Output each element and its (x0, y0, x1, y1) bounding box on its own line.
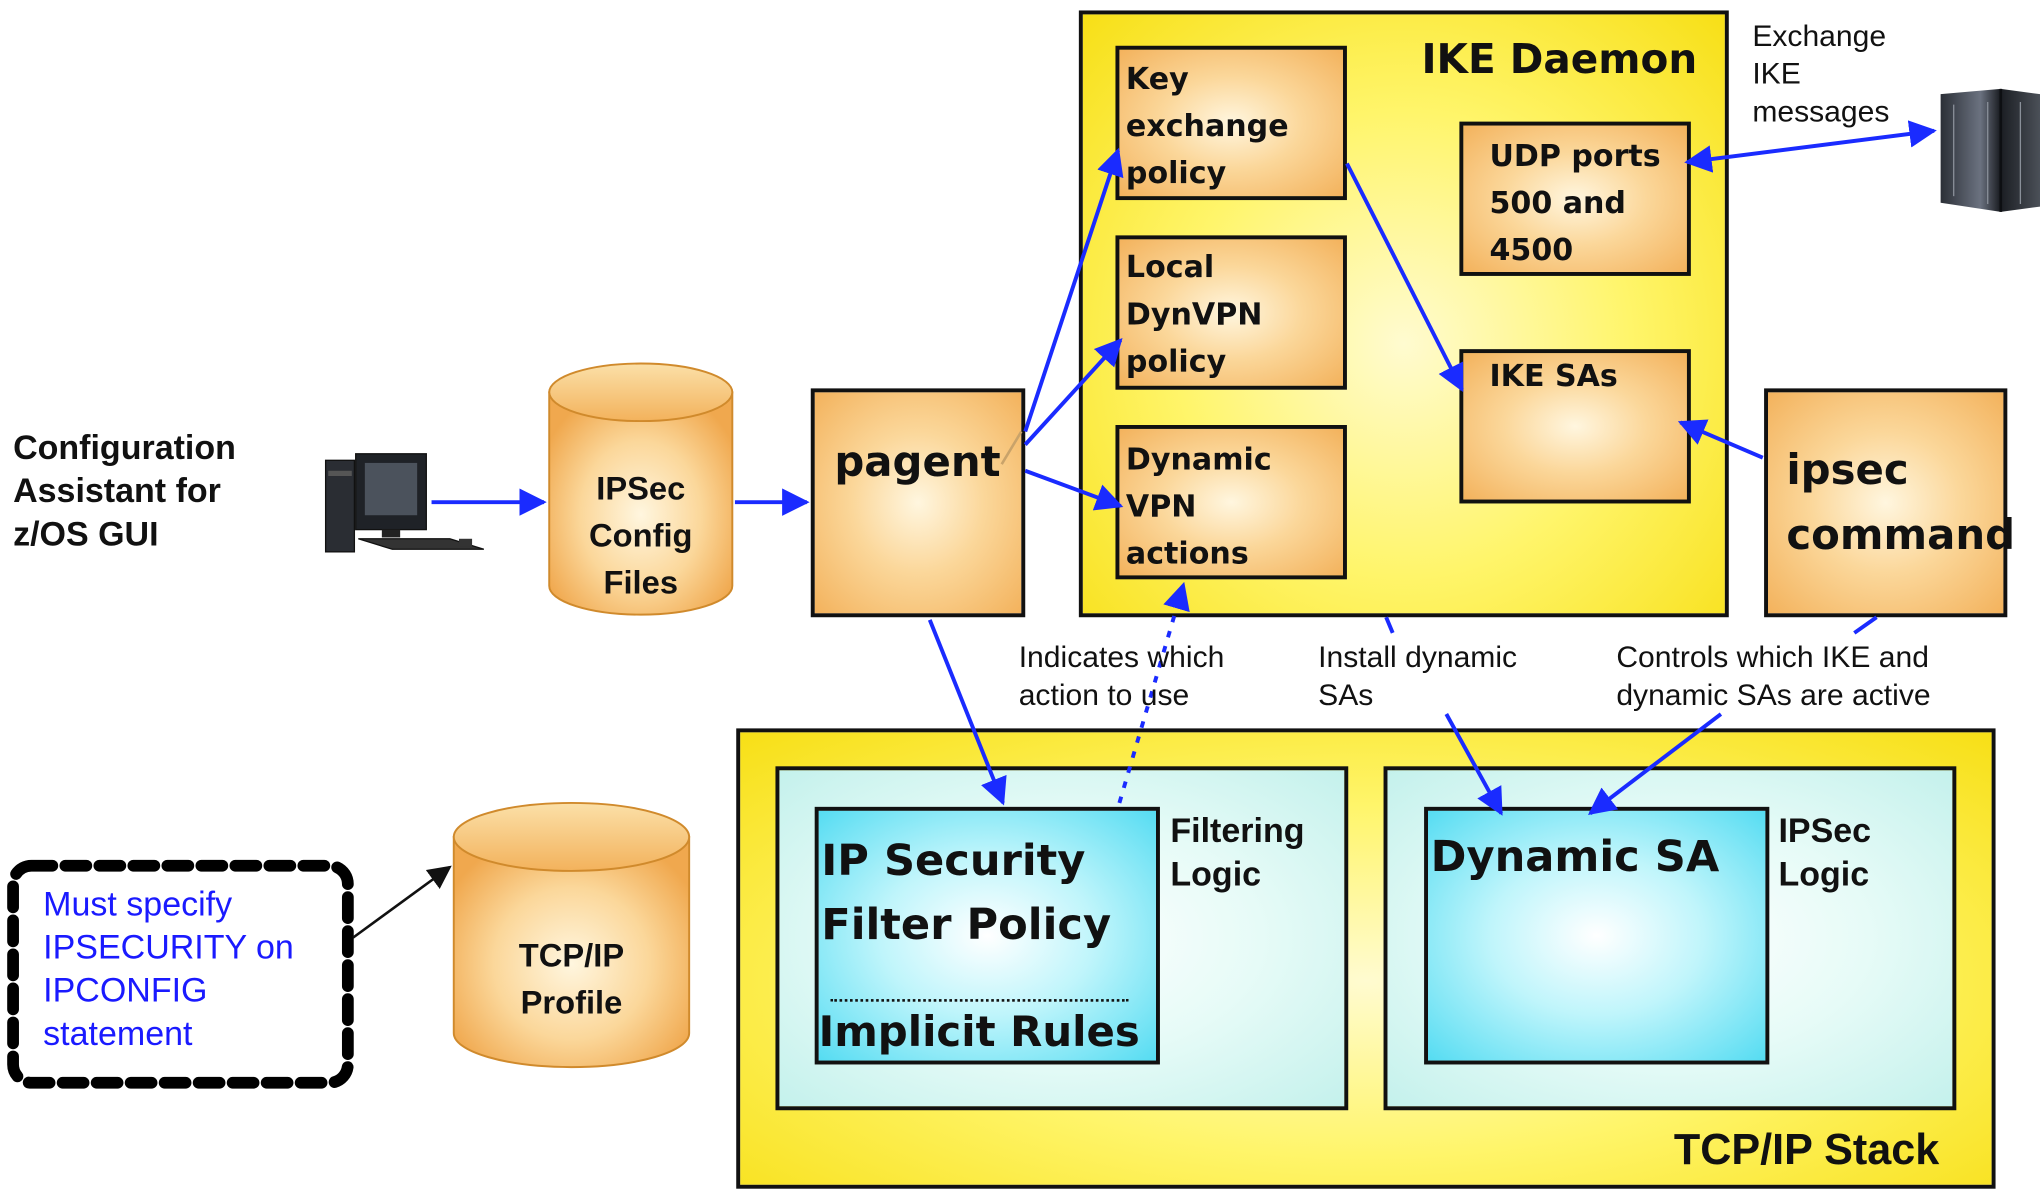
ike-sas-label: IKE SAs (1489, 359, 1618, 394)
workstation-icon (324, 453, 485, 553)
tcpip-profile-label: TCP/IP Profile (518, 937, 625, 1022)
ipsec-command-label: ipsec command (1786, 444, 2016, 560)
filtering-logic-label: Filtering Logic (1170, 810, 1305, 894)
ipsec-config-cylinder (548, 362, 734, 616)
key-exchange-policy-box (1115, 45, 1347, 201)
indicates-action-annotation: Indicates which action to use (1018, 639, 1225, 712)
pagent-box (810, 388, 1026, 618)
dynamic-sa-label: Dynamic SA (1430, 830, 1720, 882)
ipsec-config-files-label: IPSec Config Files (589, 470, 693, 602)
exchange-ike-label: Exchange IKE messages (1752, 18, 1890, 129)
ike-sas-box (1459, 349, 1691, 504)
pagent-label: pagent (834, 436, 1001, 487)
mainframe-server-icon (1940, 88, 2040, 212)
local-dynvpn-policy-box (1115, 235, 1347, 390)
dynamic-vpn-actions-label: Dynamic VPN actions (1125, 443, 1272, 572)
dynamic-vpn-actions-box (1115, 425, 1347, 580)
note-border (7, 859, 354, 1089)
ipsec-logic-label: IPSec Logic (1778, 810, 1872, 894)
local-dynvpn-policy-label: Local DynVPN policy (1125, 251, 1263, 380)
tcpip-profile-cylinder (452, 801, 691, 1069)
filter-policy-box (814, 806, 1160, 1065)
install-sas-annotation: Install dynamic SAs (1318, 639, 1518, 712)
config-assistant-label: Configuration Assistant for z/OS GUI (13, 427, 236, 554)
udp-ports-box (1459, 121, 1691, 276)
udp-ports-label: UDP ports 500 and 4500 (1489, 139, 1661, 269)
ipsecurity-note: Must specify IPSECURITY on IPCONFIG stat… (43, 884, 294, 1053)
note-connector (352, 865, 452, 939)
filter-policy-label: IP Security Filter Policy (821, 834, 1112, 950)
ipsec-command-box (1764, 388, 2008, 618)
implicit-rules-label: Implicit Rules (818, 1006, 1140, 1057)
ike-daemon-title: IKE Daemon (1421, 36, 1698, 84)
controls-sas-annotation: Controls which IKE and dynamic SAs are a… (1616, 639, 1931, 712)
implicit-rules-divider (830, 999, 1129, 1002)
dynamic-sa-box (1424, 806, 1770, 1065)
tcpip-stack-title: TCP/IP Stack (1673, 1124, 1940, 1174)
flow-arrows (431, 120, 1937, 816)
key-exchange-policy-label: Key exchange policy (1125, 62, 1289, 191)
